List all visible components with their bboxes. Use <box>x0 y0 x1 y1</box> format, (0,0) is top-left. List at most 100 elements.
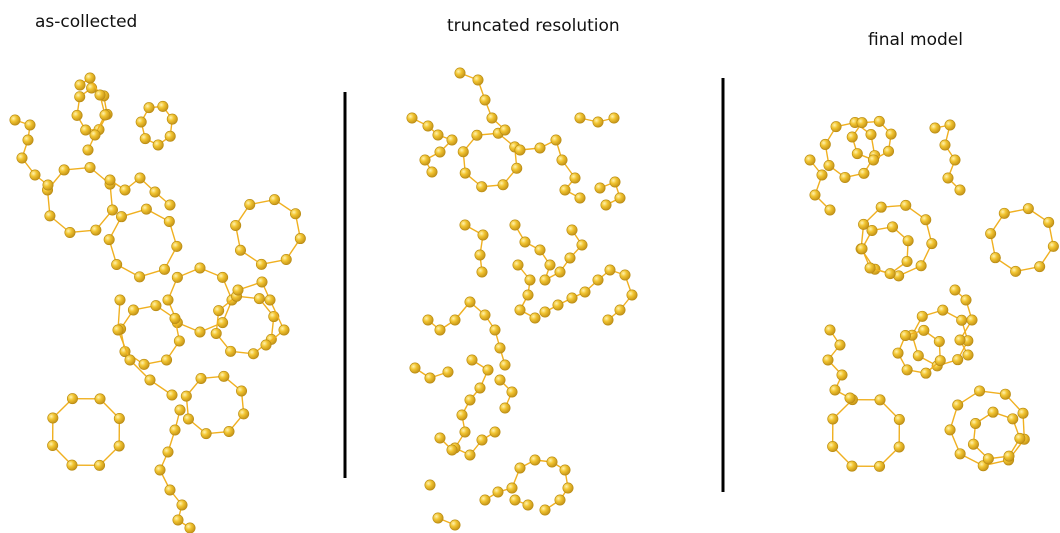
atom <box>970 417 982 429</box>
atom <box>144 374 156 386</box>
atom <box>893 441 905 453</box>
atom <box>819 138 831 150</box>
atom <box>576 239 588 251</box>
atom <box>171 240 183 252</box>
atom <box>217 317 229 329</box>
atom <box>893 413 905 425</box>
atom <box>836 369 848 381</box>
atom <box>42 179 54 191</box>
atom <box>856 243 868 255</box>
atom <box>824 324 836 336</box>
atom <box>474 249 486 261</box>
atom <box>514 144 526 156</box>
atom <box>944 424 956 436</box>
atom <box>294 233 306 245</box>
atom <box>200 428 212 440</box>
atom <box>492 486 504 498</box>
atom <box>459 167 471 179</box>
atom <box>809 189 821 201</box>
atom <box>522 499 534 511</box>
atom <box>474 382 486 394</box>
atom <box>225 345 237 357</box>
atom <box>539 274 551 286</box>
atom <box>887 221 899 233</box>
atom <box>449 519 461 531</box>
atom <box>477 229 489 241</box>
atom <box>280 254 292 266</box>
atom <box>827 441 839 453</box>
atom <box>479 309 491 321</box>
atom <box>858 167 870 179</box>
atom <box>157 100 169 112</box>
atom <box>556 154 568 166</box>
atom <box>94 89 106 101</box>
atom <box>169 312 181 324</box>
atom <box>499 402 511 414</box>
atom <box>442 366 454 378</box>
atom <box>816 169 828 181</box>
atom <box>115 211 127 223</box>
atom <box>140 203 152 215</box>
atom <box>594 182 606 194</box>
atom <box>106 204 118 216</box>
atom <box>892 347 904 359</box>
atom <box>432 129 444 141</box>
atom <box>574 112 586 124</box>
atom <box>476 266 488 278</box>
atom <box>419 154 431 166</box>
atom <box>24 119 36 131</box>
atom <box>486 112 498 124</box>
atom <box>804 154 816 166</box>
atom <box>180 390 192 402</box>
atom <box>1017 407 1029 419</box>
atom <box>989 252 1001 264</box>
atom <box>446 134 458 146</box>
atom <box>476 434 488 446</box>
atom <box>933 335 945 347</box>
bond <box>269 299 285 331</box>
atom <box>1034 261 1046 273</box>
atom <box>954 334 966 346</box>
atom <box>466 354 478 366</box>
atom <box>554 494 566 506</box>
atom <box>127 304 139 316</box>
atom <box>1010 265 1022 277</box>
atom <box>967 438 979 450</box>
atom <box>874 460 886 472</box>
atom <box>998 207 1010 219</box>
atom <box>84 72 96 84</box>
atom <box>119 184 131 196</box>
atom <box>459 219 471 231</box>
atom <box>64 226 76 238</box>
atom <box>574 192 586 204</box>
atom <box>539 504 551 516</box>
atom <box>149 186 161 198</box>
atom <box>846 460 858 472</box>
atom <box>546 456 558 468</box>
atom <box>166 389 178 401</box>
atom <box>856 117 868 129</box>
atom <box>939 139 951 151</box>
atom <box>900 199 912 211</box>
atom <box>827 413 839 425</box>
atom <box>479 494 491 506</box>
atom <box>482 364 494 376</box>
atom <box>194 326 206 338</box>
atom <box>236 385 248 397</box>
atom <box>499 124 511 136</box>
atom <box>954 184 966 196</box>
atom <box>614 304 626 316</box>
atom <box>124 354 136 366</box>
atom <box>449 314 461 326</box>
atom <box>464 394 476 406</box>
atom <box>134 172 146 184</box>
atom <box>84 162 96 174</box>
atom <box>489 324 501 336</box>
atom <box>962 349 974 361</box>
atom <box>94 393 106 405</box>
atom <box>600 199 612 211</box>
atom <box>942 172 954 184</box>
atom <box>154 464 166 476</box>
atom <box>238 408 250 420</box>
atom <box>952 399 964 411</box>
